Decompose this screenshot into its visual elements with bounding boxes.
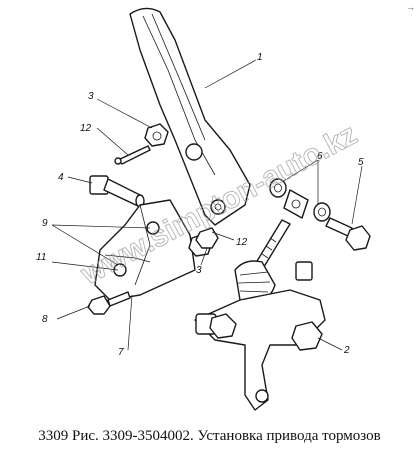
callout-3-top: 3 <box>88 91 94 102</box>
pedal-lever <box>129 7 251 226</box>
nut-top <box>144 123 169 147</box>
callout-numbers: 1 2 3 3 4 5 6 7 8 9 11 12 12 <box>36 52 364 358</box>
callout-3-bottom: 3 <box>196 265 202 276</box>
bolt-right <box>325 217 371 251</box>
callout-12-top: 12 <box>80 123 92 134</box>
master-cylinder <box>194 260 326 411</box>
cotter-pin-top <box>114 145 151 165</box>
callout-2: 2 <box>343 345 350 356</box>
callout-9: 9 <box>42 218 48 229</box>
washers-group <box>269 178 331 222</box>
callout-8: 8 <box>42 314 48 325</box>
figure-caption: 3309 Рис. 3309-3504002. Установка привод… <box>38 428 381 444</box>
bolt-left <box>87 291 131 315</box>
callout-4: 4 <box>58 172 64 183</box>
corner-mark: → <box>406 2 415 12</box>
callout-7: 7 <box>118 347 124 358</box>
callout-6: 6 <box>317 151 323 162</box>
leader-lines <box>51 59 363 351</box>
callout-5: 5 <box>358 157 364 168</box>
nut-bottom <box>195 227 219 249</box>
callout-12-bottom: 12 <box>236 237 248 248</box>
pivot-pin <box>89 175 145 208</box>
callout-1: 1 <box>257 52 263 63</box>
callout-11: 11 <box>36 252 46 263</box>
